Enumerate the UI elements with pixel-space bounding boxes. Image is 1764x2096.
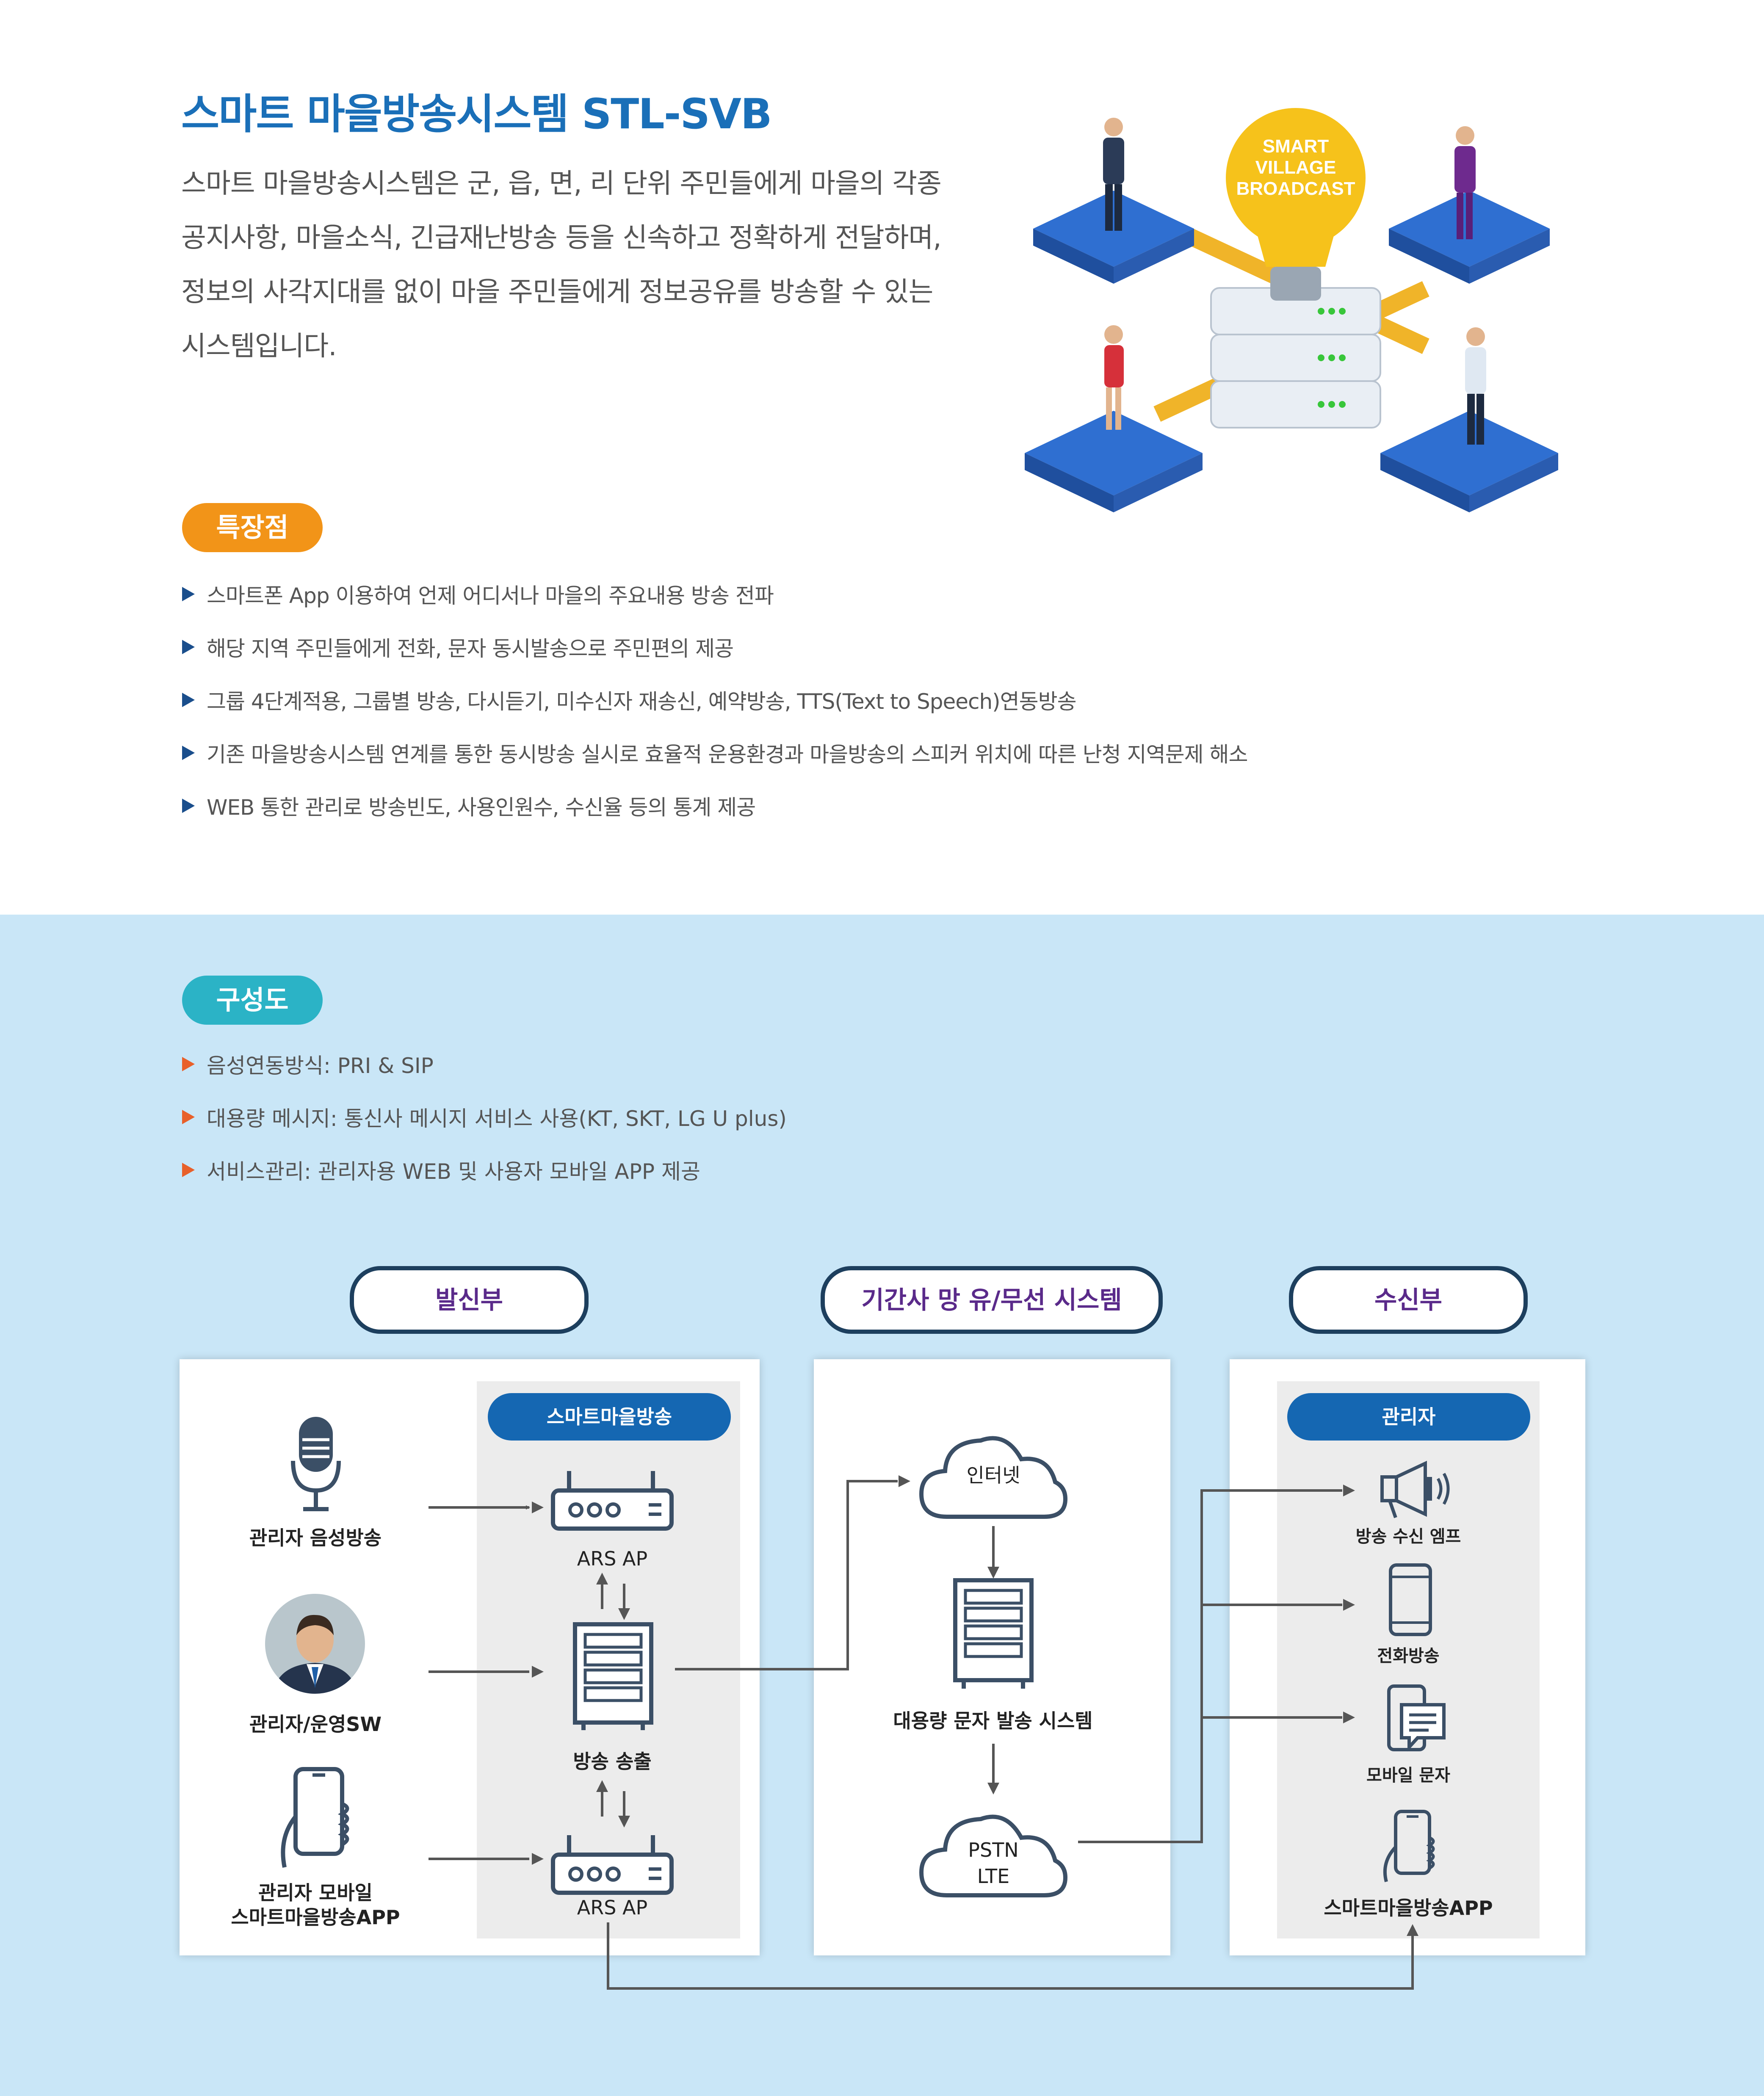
person-figure-icon bbox=[1454, 126, 1476, 239]
bullet-triangle-icon bbox=[182, 1109, 195, 1124]
bullet-triangle-icon bbox=[182, 798, 195, 813]
smart-village-illustration: SMART VILLAGE BROADCAST bbox=[1025, 108, 1558, 512]
mobile-phone-icon bbox=[1389, 1563, 1432, 1636]
mobile-phone-hand-icon bbox=[1383, 1810, 1435, 1883]
config-badge: 구성도 bbox=[182, 976, 323, 1025]
pstn-label-line2: LTE bbox=[977, 1865, 1010, 1888]
bullet-triangle-icon bbox=[182, 639, 195, 654]
header-sender: 발신부 bbox=[350, 1266, 589, 1334]
bulb-text-line: BROADCAST bbox=[1236, 178, 1355, 199]
mobile-sms-label: 모바일 문자 bbox=[1366, 1766, 1450, 1785]
mobile-label-line1: 관리자 모바일 bbox=[258, 1881, 373, 1904]
sms-system-label: 대용량 문자 발송 시스템 bbox=[893, 1709, 1093, 1732]
header-network: 기간사 망 유/무선 시스템 bbox=[821, 1266, 1163, 1334]
person-figure-icon bbox=[1465, 327, 1486, 445]
config-text: 대용량 메시지: 통신사 메시지 서비스 사용(KT, SKT, LG U pl… bbox=[207, 1106, 787, 1131]
server-rack-icon bbox=[953, 1578, 1034, 1689]
receiver-group-label: 관리자 bbox=[1287, 1393, 1530, 1441]
mobile-label-line2: 스마트마을방송APP bbox=[231, 1906, 400, 1929]
page-title: 스마트 마을방송시스템 STL-SVB bbox=[181, 90, 772, 138]
header-receiver: 수신부 bbox=[1289, 1266, 1528, 1334]
cloud-icon bbox=[919, 1814, 1068, 1897]
config-text: 음성연동방식: PRI & SIP bbox=[207, 1053, 434, 1078]
sender-group-label: 스마트마을방송 bbox=[488, 1393, 731, 1441]
feature-text: WEB 통한 관리로 방송빈도, 사용인원수, 수신율 등의 통계 제공 bbox=[207, 795, 756, 820]
bullet-triangle-icon bbox=[182, 1162, 195, 1177]
chat-message-icon bbox=[1387, 1684, 1446, 1752]
list-item: 기존 마을방송시스템 연계를 통한 동시방송 실시로 효율적 운용환경과 마을방… bbox=[182, 726, 1248, 779]
operator-label: 관리자/운영SW bbox=[249, 1713, 382, 1736]
feature-text: 해당 지역 주민들에게 전화, 문자 동시발송으로 주민편의 제공 bbox=[207, 636, 734, 661]
cloud-icon bbox=[919, 1436, 1068, 1519]
bulb-text-line: VILLAGE bbox=[1255, 157, 1336, 178]
intro-line: 정보의 사각지대를 없이 마을 주민들에게 정보공유를 방송할 수 있는 bbox=[181, 277, 933, 308]
list-item: WEB 통한 관리로 방송빈도, 사용인원수, 수신율 등의 통계 제공 bbox=[182, 779, 1248, 832]
mobile-phone-hand-icon bbox=[281, 1767, 349, 1868]
ars-ap-top-label: ARS AP bbox=[577, 1547, 648, 1570]
pstn-label-line1: PSTN bbox=[968, 1839, 1019, 1861]
broadcast-label: 방송 송출 bbox=[573, 1750, 652, 1773]
config-text: 서비스관리: 관리자용 WEB 및 사용자 모바일 APP 제공 bbox=[207, 1159, 700, 1184]
server-stack-icon bbox=[1210, 287, 1381, 429]
list-item: 스마트폰 App 이용하여 언제 어디서나 마을의 주요내용 방송 전파 bbox=[182, 567, 1248, 620]
list-item: 해당 지역 주민들에게 전화, 문자 동시발송으로 주민편의 제공 bbox=[182, 620, 1248, 673]
platform-bottom-right bbox=[1380, 411, 1558, 512]
intro-line: 공지사항, 마을소식, 긴급재난방송 등을 신속하고 정확하게 전달하며, bbox=[181, 222, 942, 254]
list-item: 서비스관리: 관리자용 WEB 및 사용자 모바일 APP 제공 bbox=[182, 1143, 787, 1196]
server-rack-icon bbox=[573, 1622, 653, 1730]
router-icon bbox=[551, 1835, 674, 1895]
internet-label: 인터넷 bbox=[966, 1464, 1020, 1487]
bulb-text-line: SMART bbox=[1263, 136, 1329, 157]
app-label: 스마트마을방송APP bbox=[1324, 1897, 1493, 1919]
phone-broadcast-label: 전화방송 bbox=[1377, 1646, 1440, 1666]
feature-text: 스마트폰 App 이용하여 언제 어디서나 마을의 주요내용 방송 전파 bbox=[207, 583, 774, 608]
platform-top-left bbox=[1033, 191, 1194, 284]
bullet-triangle-icon bbox=[182, 1056, 195, 1071]
intro-line: 스마트 마을방송시스템은 군, 읍, 면, 리 단위 주민들에게 마을의 각종 bbox=[181, 168, 942, 199]
router-icon bbox=[551, 1471, 674, 1531]
list-item: 그룹 4단계적용, 그룹별 방송, 다시듣기, 미수신자 재송신, 예약방송, … bbox=[182, 673, 1248, 726]
config-list: 음성연동방식: PRI & SIP 대용량 메시지: 통신사 메시지 서비스 사… bbox=[182, 1037, 787, 1196]
list-item: 대용량 메시지: 통신사 메시지 서비스 사용(KT, SKT, LG U pl… bbox=[182, 1090, 787, 1143]
voice-broadcast-label: 관리자 음성방송 bbox=[249, 1526, 382, 1549]
bullet-triangle-icon bbox=[182, 745, 195, 760]
megaphone-icon bbox=[1380, 1460, 1450, 1518]
platform-bottom-left bbox=[1025, 411, 1203, 512]
avatar bbox=[265, 1594, 365, 1694]
features-list: 스마트폰 App 이용하여 언제 어디서나 마을의 주요내용 방송 전파 해당 … bbox=[182, 567, 1248, 832]
intro-description: 스마트 마을방송시스템은 군, 읍, 면, 리 단위 주민들에게 마을의 각종 … bbox=[181, 157, 986, 373]
receiver-group-box bbox=[1277, 1381, 1540, 1938]
bullet-triangle-icon bbox=[182, 586, 195, 601]
ars-ap-bottom-label: ARS AP bbox=[577, 1896, 648, 1919]
amp-label: 방송 수신 엠프 bbox=[1355, 1527, 1461, 1546]
feature-text: 기존 마을방송시스템 연계를 통한 동시방송 실시로 효율적 운용환경과 마을방… bbox=[207, 742, 1248, 767]
feature-text: 그룹 4단계적용, 그룹별 방송, 다시듣기, 미수신자 재송신, 예약방송, … bbox=[207, 689, 1077, 714]
bullet-triangle-icon bbox=[182, 692, 195, 707]
list-item: 음성연동방식: PRI & SIP bbox=[182, 1037, 787, 1090]
intro-line: 시스템입니다. bbox=[181, 331, 337, 362]
person-figure-icon bbox=[1103, 118, 1124, 231]
light-bulb-icon: SMART VILLAGE BROADCAST bbox=[1226, 108, 1366, 301]
microphone-icon bbox=[291, 1417, 341, 1511]
features-badge: 특장점 bbox=[182, 503, 323, 552]
person-figure-icon bbox=[1104, 325, 1124, 430]
